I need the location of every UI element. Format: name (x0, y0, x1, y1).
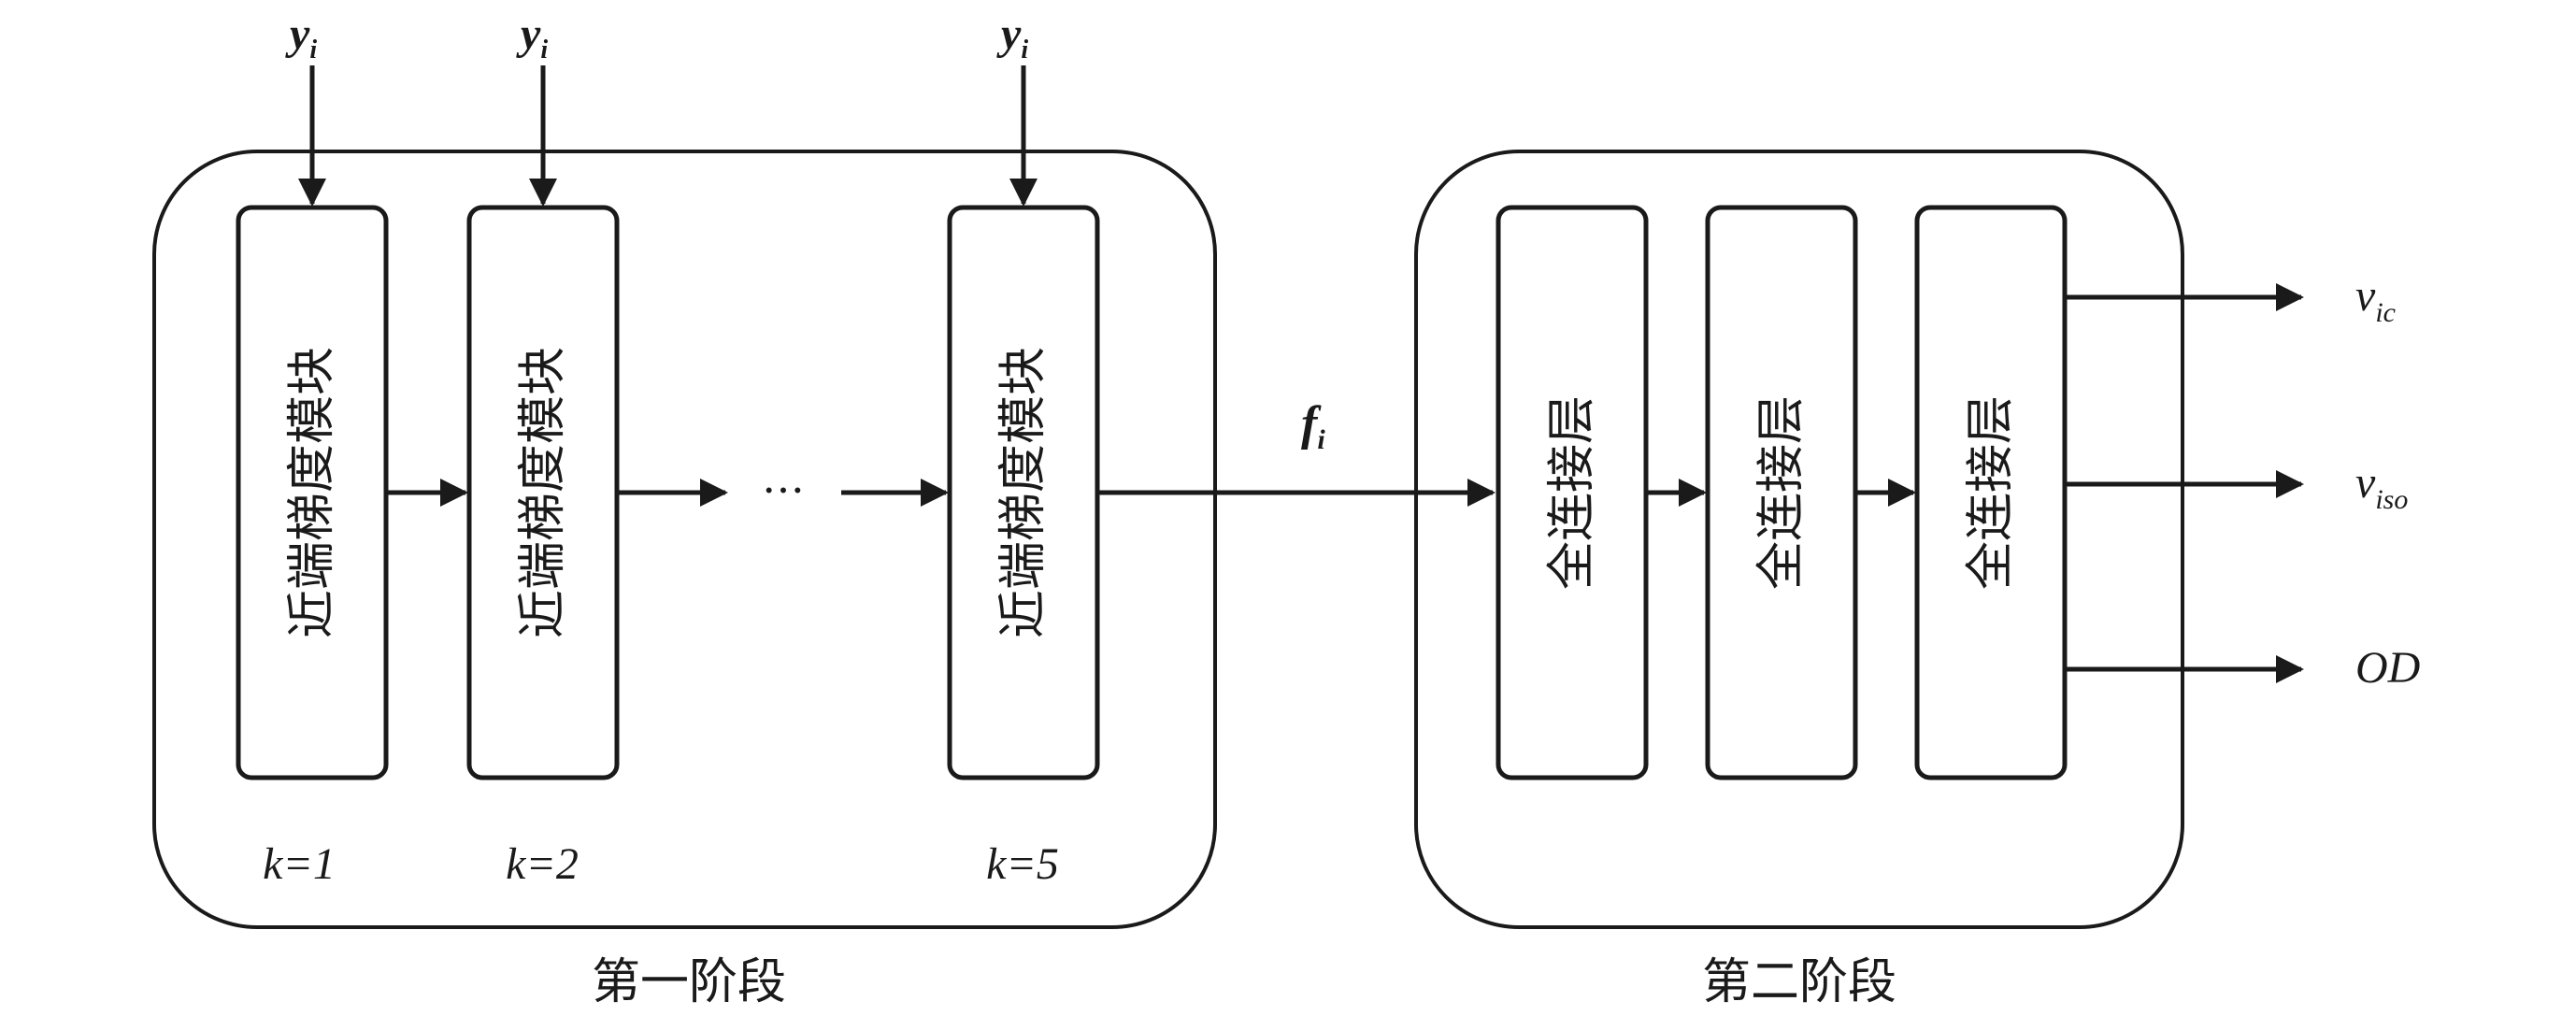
output-label-1: vic (2355, 271, 2396, 328)
stage1-label: 第一阶段 (592, 954, 786, 1010)
stage2-container (1414, 150, 2184, 929)
module-label-1: 近端梯度模块 (284, 347, 340, 638)
output-label-2: viso (2355, 458, 2408, 515)
layer-box-3 (1914, 205, 2068, 780)
module-label-3: 近端梯度模块 (995, 347, 1052, 638)
stage2-label: 第二阶段 (1702, 954, 1896, 1010)
k-label-1: k=1 (263, 839, 336, 889)
intermediate-label: fi (1301, 397, 1325, 455)
stage1-container (152, 150, 1217, 929)
k-label-3: k=5 (986, 839, 1059, 889)
input-label-3: yi (996, 9, 1028, 64)
ellipsis: … (762, 452, 805, 503)
layer-label-2: 全连接层 (1753, 395, 1810, 590)
output-label-3: OD (2355, 643, 2420, 693)
layer-label-1: 全连接层 (1544, 395, 1600, 590)
layer-label-3: 全连接层 (1963, 395, 2019, 590)
k-label-2: k=2 (506, 839, 579, 889)
input-label-1: yi (285, 9, 317, 64)
input-label-2: yi (516, 9, 548, 64)
module-label-2: 近端梯度模块 (515, 347, 571, 638)
